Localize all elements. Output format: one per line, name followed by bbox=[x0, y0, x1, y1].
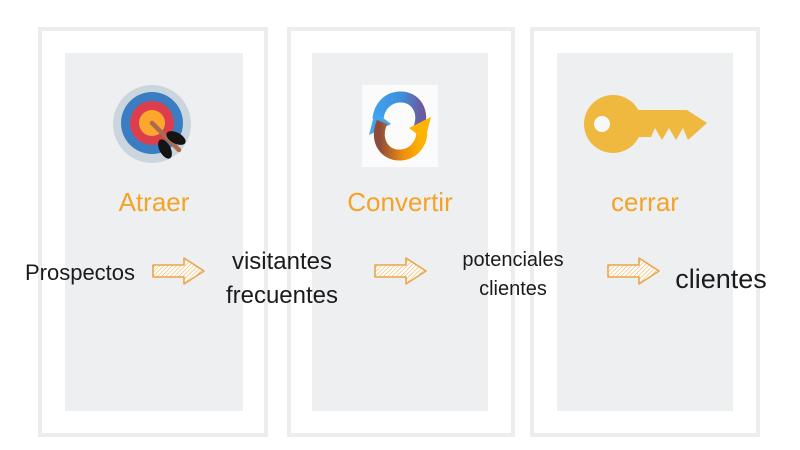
target-icon bbox=[112, 82, 192, 164]
flow-text-prospectos: Prospectos bbox=[24, 260, 136, 285]
stage-label-convertir: Convertir bbox=[347, 187, 453, 217]
convert-arrows-icon bbox=[362, 85, 438, 167]
right-arrow-icon bbox=[152, 256, 206, 286]
right-arrow-icon bbox=[607, 256, 661, 286]
key-icon bbox=[583, 93, 711, 155]
flow-text-visitantes-frecuentes: visitantes frecuentes bbox=[225, 248, 339, 309]
right-arrow-icon bbox=[374, 256, 428, 286]
flow-text-clientes: clientes bbox=[675, 264, 767, 294]
stage-label-cerrar: cerrar bbox=[611, 187, 679, 217]
stage-label-atraer: Atraer bbox=[118, 187, 190, 217]
flow-text-potenciales-clientes: potenciales clientes bbox=[462, 249, 564, 300]
